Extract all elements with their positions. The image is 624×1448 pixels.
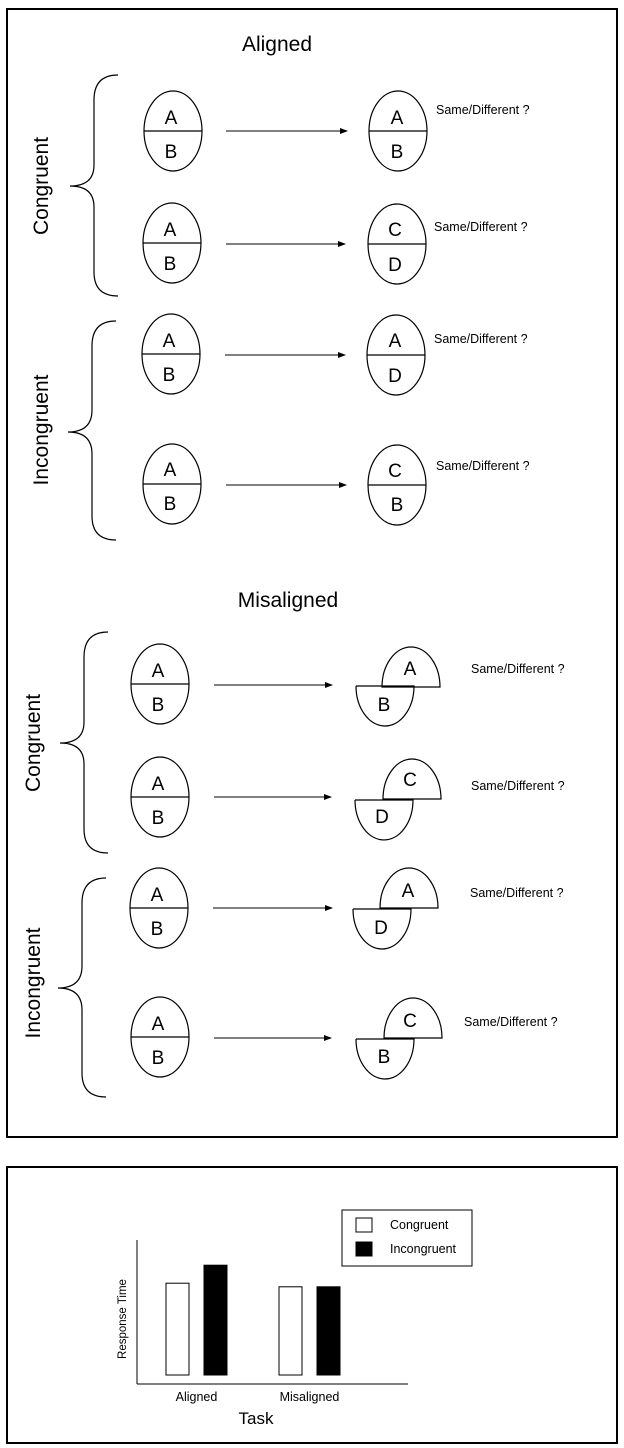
brace-misaligned-incongruent xyxy=(57,877,107,1098)
study-top-letter: A xyxy=(152,1014,165,1035)
question-label: Same/Different ? xyxy=(436,459,530,473)
brace-misaligned-congruent xyxy=(59,631,109,854)
x-axis-title: Task xyxy=(239,1409,274,1428)
test-top-half xyxy=(382,758,442,800)
group-label-misaligned-incongruent: Incongruent xyxy=(22,927,45,1038)
section-title-misaligned: Misaligned xyxy=(238,589,338,612)
bar-misaligned-incongruent xyxy=(316,1286,341,1376)
bars-layer xyxy=(165,1264,341,1376)
test-bottom-letter: B xyxy=(378,1047,391,1068)
study-top-letter: A xyxy=(152,774,165,795)
group-label-misaligned-congruent: Congruent xyxy=(22,694,45,792)
legend-swatch-incongruent xyxy=(355,1241,373,1257)
test-bottom-letter: D xyxy=(388,255,402,276)
legend-label-incongruent: Incongruent xyxy=(390,1242,457,1256)
test-top-letter: A xyxy=(389,331,402,352)
test-bottom-half xyxy=(355,1038,415,1080)
test-top-letter: A xyxy=(391,108,404,129)
test-top-half xyxy=(383,997,443,1039)
test-top-letter: C xyxy=(388,461,402,482)
study-top-letter: A xyxy=(165,108,178,129)
test-bottom-letter: B xyxy=(391,142,404,163)
question-label: Same/Different ? xyxy=(464,1015,558,1029)
study-bottom-letter: B xyxy=(151,919,164,940)
test-top-letter: A xyxy=(404,659,417,680)
group-label-aligned-congruent: Congruent xyxy=(30,137,53,235)
study-bottom-letter: B xyxy=(165,142,178,163)
test-top-letter: C xyxy=(403,770,417,791)
legend-swatch-congruent xyxy=(355,1217,373,1233)
study-bottom-letter: B xyxy=(152,808,165,829)
study-bottom-letter: B xyxy=(152,1048,165,1069)
test-top-letter: C xyxy=(388,220,402,241)
study-bottom-letter: B xyxy=(164,494,177,515)
test-bottom-letter: D xyxy=(374,918,388,939)
test-top-half xyxy=(379,867,439,909)
question-label: Same/Different ? xyxy=(434,332,528,346)
study-top-letter: A xyxy=(151,885,164,906)
test-bottom-letter: D xyxy=(375,807,389,828)
brace-aligned-congruent xyxy=(69,74,119,297)
trial-aligned-incongruent-2: A B C B Same/Different ? xyxy=(142,443,530,526)
study-top-letter: A xyxy=(164,460,177,481)
test-top-half xyxy=(381,646,441,688)
test-bottom-half xyxy=(355,685,415,727)
test-bottom-letter: B xyxy=(391,495,404,516)
trial-misaligned-congruent-2: A B C D Same/Different ? xyxy=(130,756,565,841)
question-label: Same/Different ? xyxy=(470,886,564,900)
test-bottom-letter: B xyxy=(378,695,391,716)
study-top-letter: A xyxy=(164,220,177,241)
trial-misaligned-incongruent-1: A B A D Same/Different ? xyxy=(129,867,564,950)
response-time-chart: Response Time Task Aligned Misaligned Con… xyxy=(117,1209,473,1428)
bar-aligned-incongruent xyxy=(203,1264,228,1376)
x-tick-labels: Aligned Misaligned xyxy=(176,1390,340,1404)
test-top-letter: C xyxy=(403,1011,417,1032)
study-top-letter: A xyxy=(163,331,176,352)
trial-aligned-incongruent-1: A B A D Same/Different ? xyxy=(141,313,528,396)
section-title-aligned: Aligned xyxy=(242,33,312,56)
question-label: Same/Different ? xyxy=(471,662,565,676)
test-bottom-letter: D xyxy=(388,366,402,387)
legend-label-congruent: Congruent xyxy=(390,1218,449,1232)
study-bottom-letter: B xyxy=(164,254,177,275)
test-bottom-half xyxy=(354,799,414,841)
bar-misaligned-congruent xyxy=(278,1286,303,1376)
trial-misaligned-congruent-1: A B A B Same/Different ? xyxy=(130,643,565,727)
x-tick-label-misaligned: Misaligned xyxy=(280,1390,340,1404)
study-bottom-letter: B xyxy=(152,695,165,716)
x-tick-label-aligned: Aligned xyxy=(176,1390,218,1404)
trial-aligned-congruent-1: A B A B Same/Different ? xyxy=(143,90,530,172)
question-label: Same/Different ? xyxy=(436,103,530,117)
brace-aligned-incongruent xyxy=(67,320,117,541)
y-axis-title: Response Time xyxy=(117,1279,129,1359)
trial-misaligned-incongruent-2: A B C B Same/Different ? xyxy=(130,996,558,1080)
question-label: Same/Different ? xyxy=(471,779,565,793)
trial-aligned-congruent-2: A B C D Same/Different ? xyxy=(142,202,528,285)
diagram-panel xyxy=(6,8,618,1138)
test-bottom-half xyxy=(352,908,412,950)
group-label-aligned-incongruent: Incongruent xyxy=(30,374,53,485)
chart-panel xyxy=(6,1166,618,1444)
study-top-letter: A xyxy=(152,661,165,682)
test-top-letter: A xyxy=(402,881,415,902)
question-label: Same/Different ? xyxy=(434,220,528,234)
bar-aligned-congruent xyxy=(165,1282,190,1376)
study-bottom-letter: B xyxy=(163,365,176,386)
